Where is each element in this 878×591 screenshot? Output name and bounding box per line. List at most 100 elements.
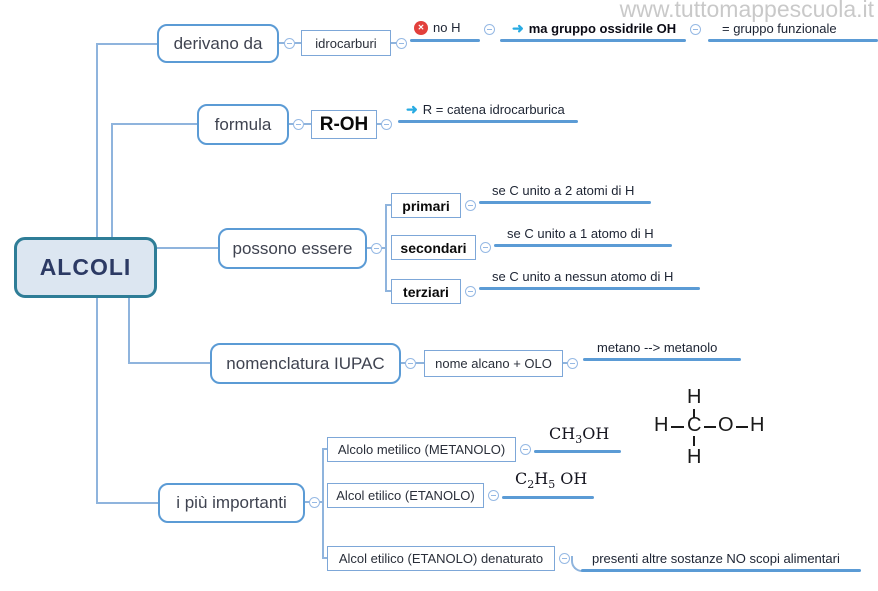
connector-line — [295, 42, 301, 44]
note-underline — [500, 39, 686, 42]
connector-line — [279, 42, 285, 44]
topic-possono-essere-label: possono essere — [232, 238, 353, 258]
subtopic-nome-alcano-olo[interactable]: nome alcano + OLO — [424, 350, 563, 377]
bond-horizontal — [736, 426, 748, 428]
collapse-toggle[interactable] — [484, 24, 495, 35]
collapse-toggle[interactable] — [381, 119, 392, 130]
atom-h-right: H — [750, 414, 765, 436]
connector-line — [416, 362, 424, 364]
atom-o: O — [718, 414, 734, 436]
subtopic-secondari[interactable]: secondari — [391, 235, 476, 260]
note-primari[interactable]: se C unito a 2 atomi di H — [492, 183, 634, 198]
subtopic-terziari-label: terziari — [403, 283, 449, 300]
note-underline — [708, 39, 878, 42]
root-topic-alcoli[interactable]: ALCOLI — [14, 237, 157, 298]
subtopic-primari[interactable]: primari — [391, 193, 461, 218]
note-underline — [410, 39, 480, 42]
subtopic-alcol-etilico-denaturato-label: Alcol etilico (ETANOLO) denaturato — [338, 551, 544, 566]
connector-line — [289, 123, 294, 125]
formula-etanolo[interactable]: C2H5 OH — [515, 469, 587, 491]
topic-derivano-da-label: derivano da — [173, 33, 263, 53]
collapse-toggle[interactable] — [293, 119, 304, 130]
note-gruppo-ossidrile[interactable]: ➜ ma gruppo ossidrile OH — [512, 20, 676, 37]
note-no-h-label: no H — [433, 20, 461, 35]
topic-formula-label: formula — [214, 114, 272, 134]
atom-h-bottom: H — [687, 446, 702, 468]
connector-line — [96, 44, 98, 237]
note-underline — [581, 569, 861, 572]
note-denaturato[interactable]: presenti altre sostanze NO scopi aliment… — [592, 551, 840, 566]
connector-line — [322, 557, 327, 559]
note-no-h[interactable]: ✕ no H — [414, 20, 460, 35]
note-underline — [479, 201, 651, 204]
connector-line — [385, 290, 391, 292]
connector-line — [385, 205, 387, 292]
connector-line — [304, 123, 311, 125]
connector-line — [305, 501, 310, 503]
formula-metanolo-ch: CH — [549, 424, 576, 443]
formula-etanolo-h: H — [534, 469, 549, 488]
topic-derivano-da[interactable]: derivano da — [157, 24, 279, 63]
collapse-toggle[interactable] — [520, 444, 531, 455]
topic-i-piu-importanti[interactable]: i più importanti — [158, 483, 305, 523]
note-underline — [534, 450, 621, 453]
subtopic-alcolo-metilico-label: Alcolo metilico (METANOLO) — [337, 442, 506, 457]
connector-line — [96, 502, 158, 504]
connector-curve — [571, 556, 582, 572]
collapse-toggle[interactable] — [284, 38, 295, 49]
bond-horizontal — [704, 426, 716, 428]
collapse-toggle[interactable] — [480, 242, 491, 253]
note-secondari-label: se C unito a 1 atomo di H — [507, 226, 654, 241]
subtopic-alcolo-metilico[interactable]: Alcolo metilico (METANOLO) — [327, 437, 516, 462]
watermark-text: www.tuttomappescuola.it — [619, 0, 874, 22]
topic-formula[interactable]: formula — [197, 104, 289, 145]
note-underline — [502, 496, 594, 499]
note-gruppo-funzionale[interactable]: = gruppo funzionale — [722, 21, 837, 36]
topic-possono-essere[interactable]: possono essere — [218, 228, 367, 269]
subtopic-primari-label: primari — [402, 197, 450, 214]
bond-vertical — [693, 436, 695, 446]
connector-line — [96, 43, 157, 45]
arrow-right-icon: ➜ — [512, 20, 524, 36]
topic-nomenclatura-iupac-label: nomenclatura IUPAC — [226, 353, 385, 373]
connector-line — [367, 247, 372, 249]
connector-line — [382, 247, 386, 249]
connector-line — [128, 298, 130, 363]
subtopic-idrocarburi[interactable]: idrocarburi — [301, 30, 391, 56]
collapse-toggle[interactable] — [309, 497, 320, 508]
collapse-toggle[interactable] — [488, 490, 499, 501]
red-x-icon: ✕ — [414, 20, 428, 35]
collapse-toggle[interactable] — [371, 243, 382, 254]
subtopic-alcol-etilico[interactable]: Alcol etilico (ETANOLO) — [327, 483, 484, 508]
note-metanolo-label: metano --> metanolo — [597, 340, 718, 355]
collapse-toggle[interactable] — [465, 286, 476, 297]
atom-h-left: H — [654, 414, 669, 436]
connector-line — [385, 204, 391, 206]
collapse-toggle[interactable] — [405, 358, 416, 369]
connector-line — [377, 123, 382, 125]
topic-i-piu-importanti-label: i più importanti — [176, 493, 287, 512]
note-catena-label: R = catena idrocarburica — [422, 102, 565, 117]
collapse-toggle[interactable] — [690, 24, 701, 35]
note-metanolo[interactable]: metano --> metanolo — [597, 340, 717, 355]
note-secondari[interactable]: se C unito a 1 atomo di H — [507, 226, 654, 241]
collapse-toggle[interactable] — [567, 358, 578, 369]
formula-metanolo[interactable]: CH3OH — [549, 424, 609, 446]
subtopic-r-oh[interactable]: R-OH — [311, 110, 377, 139]
note-catena[interactable]: ➜ R = catena idrocarburica — [406, 101, 565, 118]
subtopic-terziari[interactable]: terziari — [391, 279, 461, 304]
collapse-toggle[interactable] — [559, 553, 570, 564]
collapse-toggle[interactable] — [465, 200, 476, 211]
note-terziari[interactable]: se C unito a nessun atomo di H — [492, 269, 673, 284]
note-underline — [583, 358, 741, 361]
connector-line — [157, 247, 218, 249]
connector-line — [128, 362, 210, 364]
note-denaturato-label: presenti altre sostanze NO scopi aliment… — [592, 551, 840, 566]
topic-nomenclatura-iupac[interactable]: nomenclatura IUPAC — [210, 343, 401, 384]
note-underline — [398, 120, 578, 123]
note-underline — [494, 244, 672, 247]
collapse-toggle[interactable] — [396, 38, 407, 49]
connector-line — [322, 448, 327, 450]
subtopic-alcol-etilico-denaturato[interactable]: Alcol etilico (ETANOLO) denaturato — [327, 546, 555, 571]
